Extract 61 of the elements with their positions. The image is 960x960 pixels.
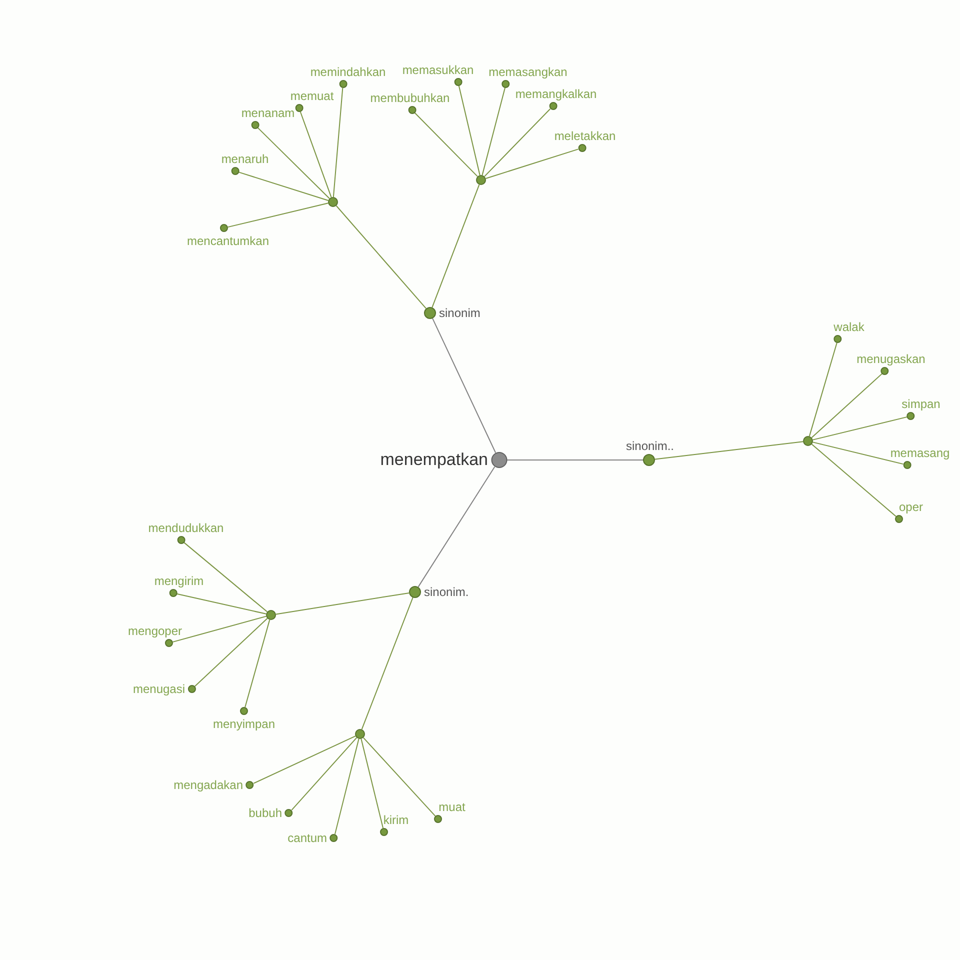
connector-line: [227, 202, 329, 228]
connector-line: [812, 416, 908, 440]
connector-line: [418, 466, 496, 588]
connector-line: [172, 616, 267, 642]
node-label: muat: [438, 800, 466, 814]
node-label: oper: [898, 500, 924, 514]
node-label: menugasi: [132, 682, 185, 696]
connector-line: [414, 112, 478, 177]
node-label: menanam: [241, 106, 295, 120]
connector-line: [176, 593, 267, 614]
connector-line: [811, 444, 896, 517]
connector-line: [257, 127, 330, 199]
connector-line: [811, 373, 883, 438]
connector-line: [300, 111, 332, 198]
node-label: mengirim: [154, 574, 204, 588]
connector-line: [360, 738, 384, 829]
node-label: memasangkan: [488, 65, 568, 79]
node-label: mendudukkan: [148, 521, 224, 535]
connector-line: [432, 184, 480, 308]
connector-line: [808, 342, 838, 437]
node-label: sinonim..: [626, 439, 674, 453]
connector-line: [291, 737, 358, 811]
node-label: sinonim: [439, 306, 480, 320]
node-label: memindahkan: [310, 65, 386, 79]
connector-line: [654, 441, 804, 460]
connector-line: [812, 442, 904, 465]
node-label: mencantumkan: [186, 234, 270, 248]
connector-line: [184, 542, 268, 612]
connector-line: [485, 148, 579, 179]
connector-line: [275, 592, 410, 615]
connector-line: [238, 172, 329, 201]
node-label: menaruh: [221, 152, 269, 166]
node-label: memangkalkan: [515, 87, 597, 101]
node-label: memuat: [290, 89, 334, 103]
node-label: memasukkan: [402, 63, 474, 77]
node-label: mengadakan: [174, 778, 243, 792]
connector-line: [362, 737, 436, 817]
connector-line: [458, 85, 480, 176]
node-label: menugaskan: [856, 352, 926, 366]
node-label: simpan: [902, 397, 940, 411]
connector-line: [361, 597, 414, 730]
connector-line: [432, 318, 496, 454]
node-label: memasang: [890, 446, 950, 460]
node-label: walak: [834, 320, 864, 334]
node-label: menempatkan: [380, 450, 488, 470]
connector-line: [253, 736, 356, 784]
node-label: sinonim.: [424, 585, 469, 599]
connector-line: [482, 87, 506, 176]
node-label: kirim: [383, 813, 409, 827]
node-label: cantum: [288, 831, 327, 845]
connector-line: [484, 108, 551, 177]
connector-line: [336, 205, 427, 309]
node-label: meletakkan: [554, 129, 616, 143]
connector-line: [334, 738, 360, 835]
node-label: membubuhkan: [370, 91, 450, 105]
node-label: menyimpan: [212, 717, 276, 731]
node-label: bubuh: [248, 806, 282, 820]
connector-line: [332, 87, 344, 198]
connector-line: [244, 619, 270, 708]
node-label: mengoper: [128, 624, 182, 638]
connector-line: [194, 618, 268, 687]
